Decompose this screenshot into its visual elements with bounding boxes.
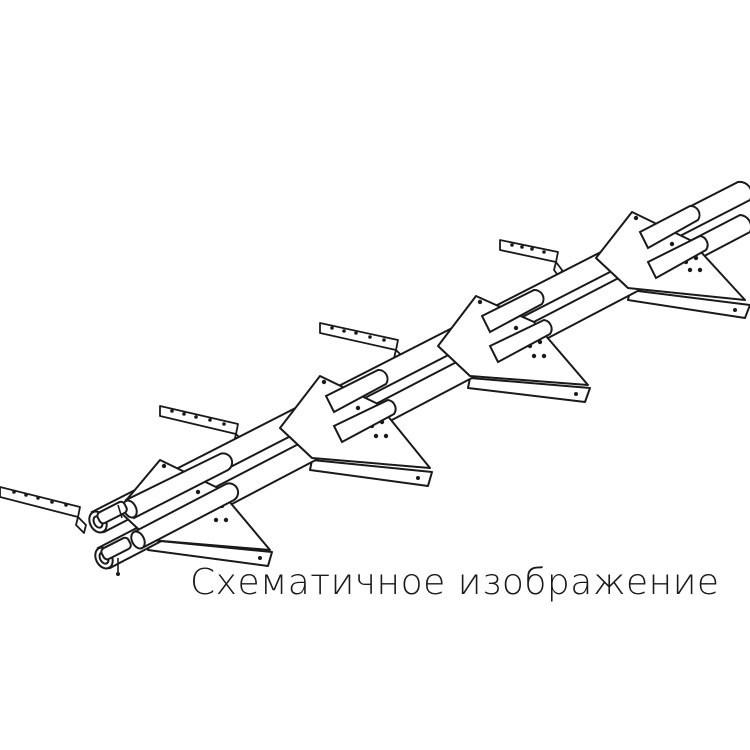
tube-end-coupler [96,500,132,576]
tube-overlays [122,205,709,550]
caption-schematic: Схематичное изображение [190,562,720,603]
bracket-base-2 [467,377,591,403]
bracket-base-3 [309,459,433,487]
mounting-strip-4 [0,486,87,534]
mounting-strip-1 [499,239,563,279]
upper-tube [88,180,750,534]
